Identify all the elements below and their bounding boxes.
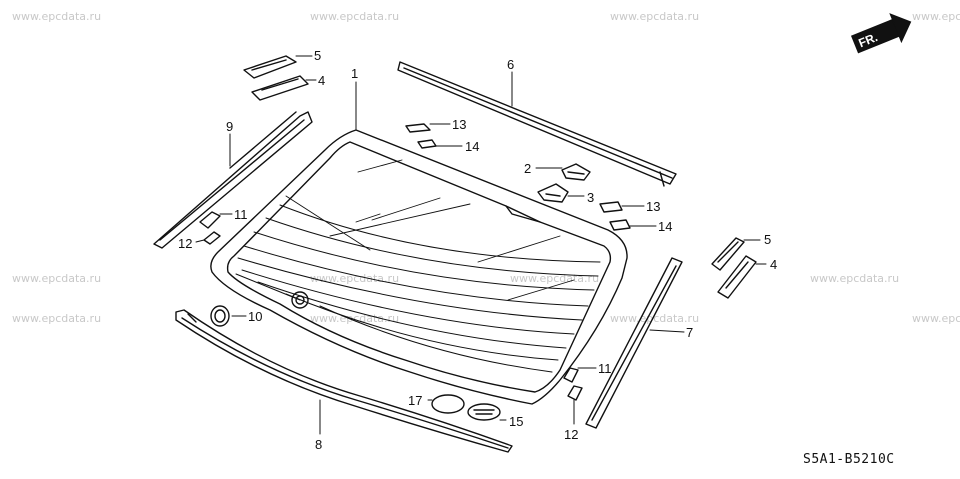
callout-14-upper: 14 bbox=[465, 139, 479, 154]
callout-4-right: 4 bbox=[770, 257, 777, 272]
fastener-12-right bbox=[567, 385, 583, 401]
watermark: www.epcdata.ru bbox=[310, 10, 400, 23]
fastener-12-left bbox=[203, 231, 221, 245]
callout-11-right: 11 bbox=[598, 361, 612, 376]
front-direction-arrow-icon: FR. bbox=[850, 13, 912, 54]
callout-15: 15 bbox=[509, 414, 523, 429]
clip-4-right bbox=[717, 255, 757, 299]
callout-1: 1 bbox=[351, 66, 358, 81]
callout-6: 6 bbox=[507, 57, 514, 72]
fastener-11-left bbox=[199, 211, 221, 229]
watermark: www.epc bbox=[912, 10, 960, 23]
right-side-molding bbox=[585, 257, 683, 429]
label-15 bbox=[467, 403, 501, 421]
callout-4-left: 4 bbox=[318, 73, 325, 88]
watermark: www.epcdata.ru bbox=[610, 10, 700, 23]
fastener-11-right bbox=[563, 367, 579, 383]
rear-windshield-glass bbox=[210, 129, 628, 405]
callout-7: 7 bbox=[686, 325, 693, 340]
clip-5-left bbox=[243, 55, 297, 79]
upper-molding bbox=[397, 61, 677, 187]
spacer-14-upper bbox=[417, 139, 437, 149]
callout-5-left: 5 bbox=[314, 48, 321, 63]
callout-8: 8 bbox=[315, 437, 322, 452]
clip-3 bbox=[537, 183, 569, 203]
grommet-10 bbox=[210, 305, 230, 327]
drawing-code: S5A1-B5210C bbox=[803, 452, 895, 467]
callout-5-right: 5 bbox=[764, 232, 771, 247]
watermark: www.epcdata.ru bbox=[12, 272, 102, 285]
label-17 bbox=[431, 394, 465, 414]
watermark: www.epcdata.ru bbox=[12, 10, 102, 23]
lower-molding bbox=[175, 309, 513, 453]
spacer-13-right bbox=[599, 201, 623, 213]
watermark: www.epcdata.ru bbox=[12, 312, 102, 325]
callout-12-left: 12 bbox=[178, 236, 192, 251]
callout-13-right: 13 bbox=[646, 199, 660, 214]
callout-2: 2 bbox=[524, 161, 531, 176]
callout-10: 10 bbox=[248, 309, 262, 324]
clip-4-left bbox=[251, 75, 309, 101]
callout-12-right: 12 bbox=[564, 427, 578, 442]
callout-17: 17 bbox=[408, 393, 422, 408]
callout-11-left: 11 bbox=[234, 207, 248, 222]
direction-label: FR. bbox=[856, 30, 879, 50]
callout-9: 9 bbox=[226, 119, 233, 134]
watermark: www.epcdata.ru bbox=[610, 312, 700, 325]
spacer-13-upper bbox=[405, 123, 431, 133]
watermark: www.epcdata.ru bbox=[310, 272, 400, 285]
spacer-14-right bbox=[609, 219, 631, 231]
watermark: www.epc bbox=[912, 312, 960, 325]
left-side-molding bbox=[153, 111, 313, 249]
callout-14-right: 14 bbox=[658, 219, 672, 234]
watermark: www.epcdata.ru bbox=[810, 272, 900, 285]
watermark: www.epcdata.ru bbox=[310, 312, 400, 325]
callout-3: 3 bbox=[587, 190, 594, 205]
clip-2 bbox=[561, 163, 591, 181]
clip-5-right bbox=[711, 237, 745, 271]
callout-13-upper: 13 bbox=[452, 117, 466, 132]
